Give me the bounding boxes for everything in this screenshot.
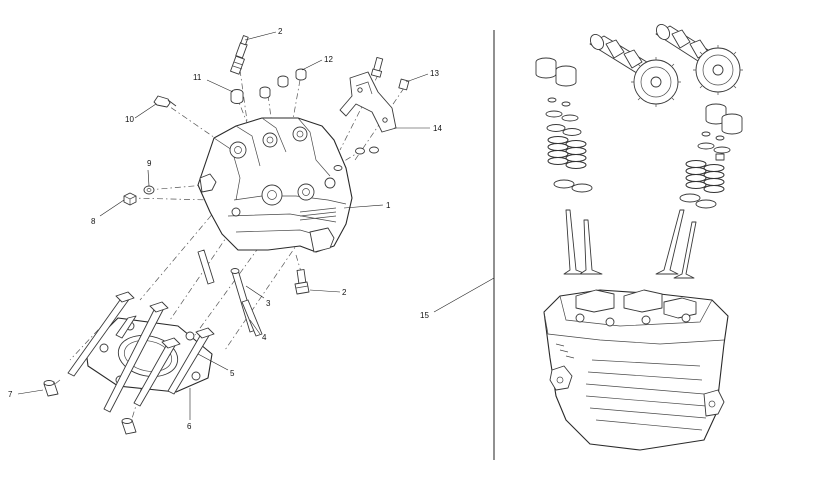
valve-keepers-right [697,131,731,161]
callout-1: 1 [386,201,391,210]
callout-7: 7 [8,390,13,399]
cylinder-head-1 [197,117,353,253]
callout-labels-left: 2 11 10 12 13 14 1 9 8 2 3 4 5 6 7 [8,27,442,431]
callout-8: 8 [91,217,96,226]
callout-6: 6 [187,422,192,431]
callout-2-bottom: 2 [342,288,347,297]
camshaft-left [589,34,681,107]
valves-left [563,209,603,275]
callout-5: 5 [230,369,235,378]
screw-8 [123,192,137,206]
cylinder-head-assembly-15 [543,289,729,451]
callout-4: 4 [262,333,267,342]
camshaft-right [655,24,743,95]
cap-nut-11 [230,89,244,104]
callout-3: 3 [266,299,271,308]
seals-near-head [333,146,379,171]
callout-14: 14 [433,124,442,133]
temperature-sensor-2 [294,269,310,295]
callout-9: 9 [147,159,152,168]
stud-4 [197,249,263,337]
callout-10: 10 [125,115,134,124]
callout-12: 12 [324,55,333,64]
valve-springs-right [679,160,725,209]
callout-13: 13 [430,69,439,78]
valve-keepers-left [545,97,582,136]
bolt-10 [153,95,177,108]
valves-right [655,209,697,279]
tappet-buckets-right [705,103,743,135]
head-bolts-6 [67,291,215,413]
tappet-buckets-left [535,57,577,87]
right-assembly-view: 15 [420,24,743,451]
dowel-7b [121,418,137,435]
callout-15: 15 [420,311,429,320]
callout-11: 11 [193,73,202,82]
spark-plug-top [230,35,249,75]
seals-12 [259,68,307,99]
valve-springs-left [547,136,593,193]
studs-13 [370,57,410,91]
washer-9 [143,185,155,195]
dowel-7a [43,380,59,397]
leader-lines-left [17,31,430,420]
bracket-14 [339,71,397,133]
callout-2-top: 2 [278,27,283,36]
leader-15 [433,277,495,313]
left-exploded-view: 2 11 10 12 13 14 1 9 8 2 3 4 5 6 7 [8,27,442,435]
